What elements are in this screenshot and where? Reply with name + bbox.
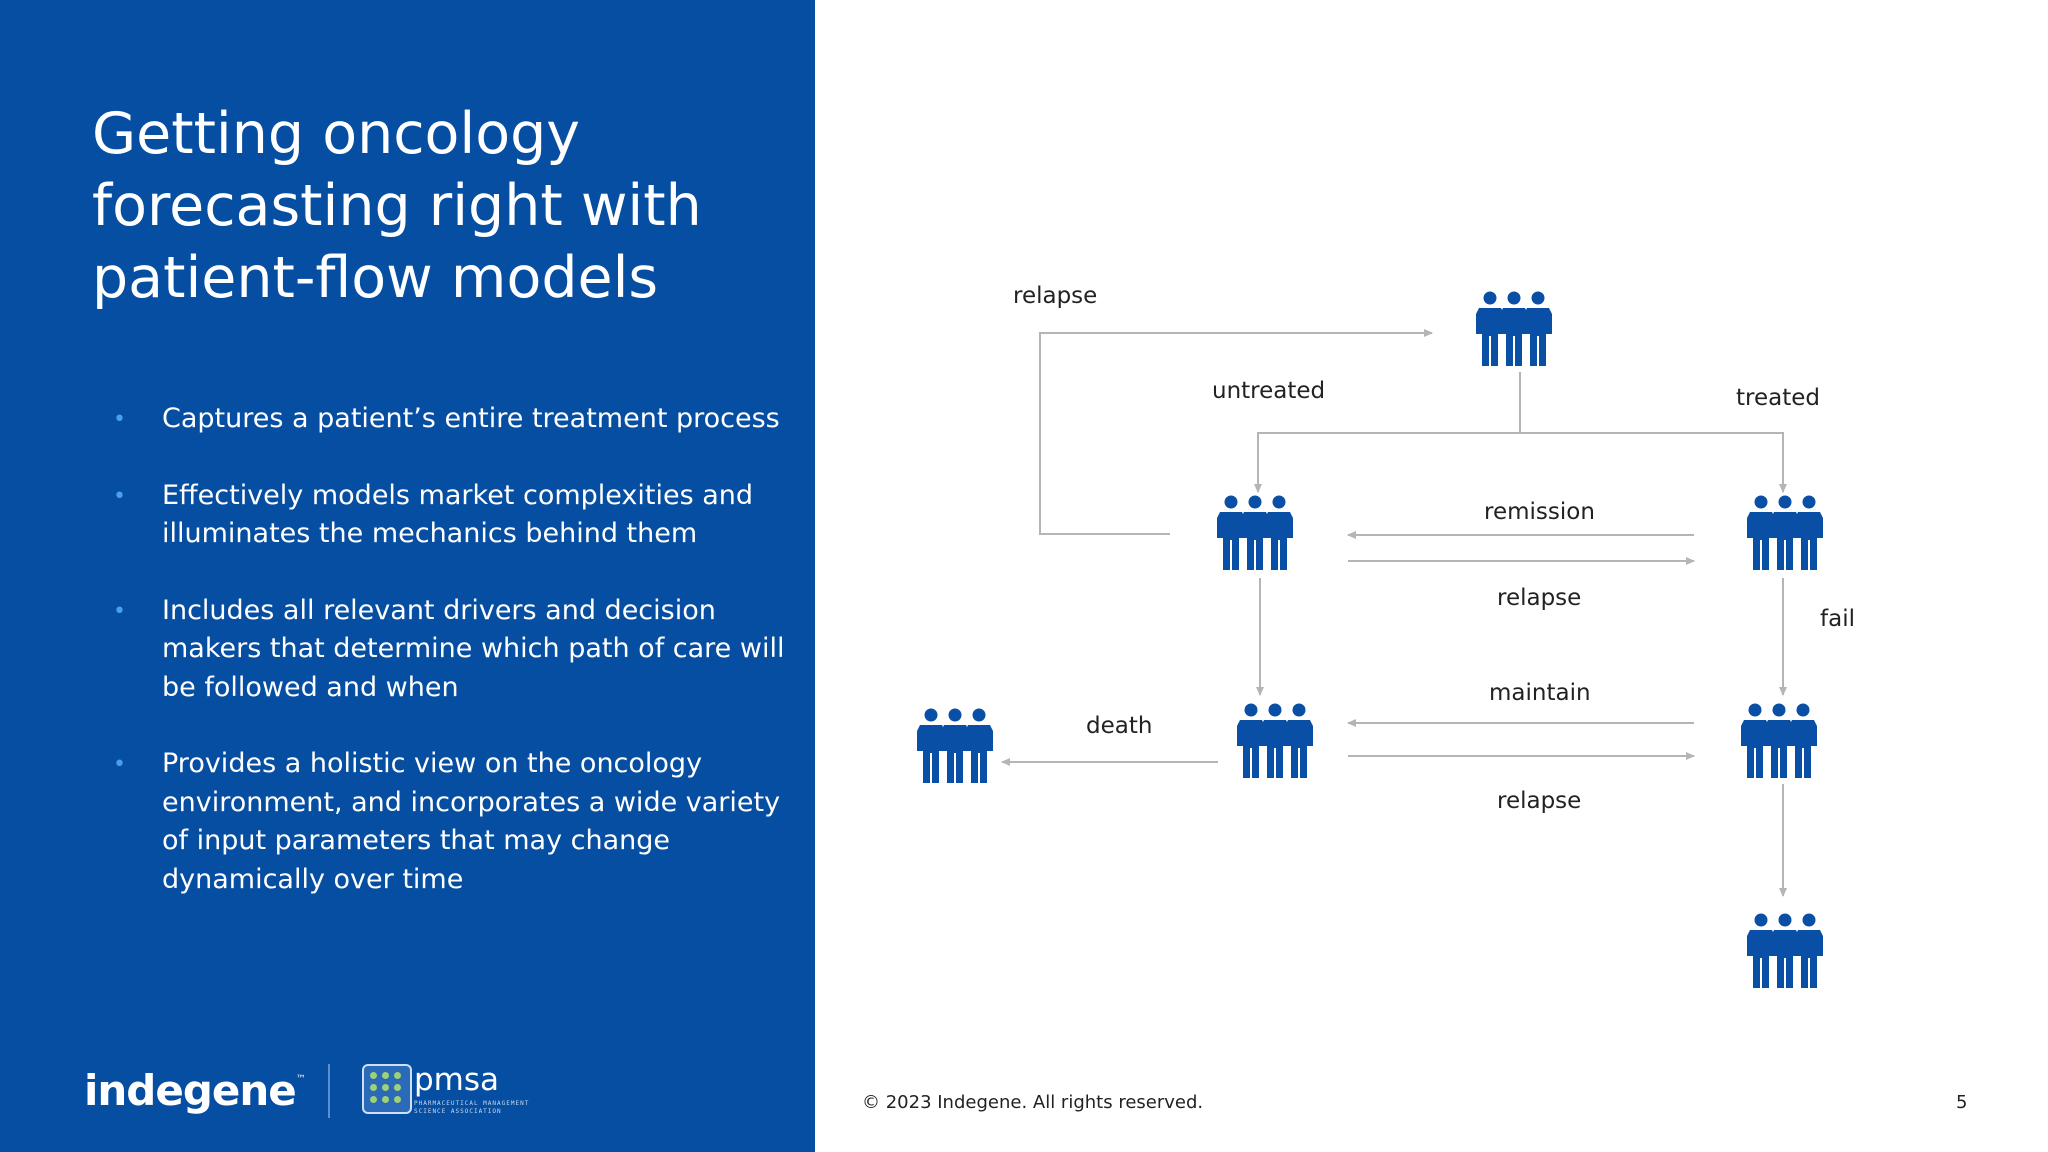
label-relapse-top: relapse: [1013, 283, 1097, 309]
arrow-to-treated: [1520, 432, 1787, 493]
slide-title: Getting oncology forecasting right with …: [92, 101, 702, 311]
people-group-icon: [1741, 703, 1817, 778]
indegene-logo: indegene™: [84, 1066, 306, 1115]
left-panel: Getting oncology forecasting right with …: [0, 0, 815, 1152]
people-group-icon: [917, 708, 993, 783]
bullet-item: • Captures a patient’s entire treatment p…: [110, 400, 790, 439]
copyright-footer: © 2023 Indegene. All rights reserved.: [862, 1092, 1204, 1113]
bullet-marker: •: [113, 752, 126, 777]
pmsa-logo-text: pmsa: [414, 1062, 500, 1098]
label-fail: fail: [1820, 606, 1855, 632]
pmsa-grid-icon: [362, 1064, 412, 1114]
pmsa-tagline: PHARMACEUTICAL MANAGEMENT SCIENCE ASSOCI…: [414, 1100, 530, 1115]
flow-connectors: [1001, 329, 1787, 897]
bullet-item: • Effectively models market complexities …: [110, 477, 790, 554]
label-relapse-bottom: relapse: [1497, 788, 1581, 814]
logo-divider: [328, 1064, 330, 1118]
label-relapse-mid: relapse: [1497, 585, 1581, 611]
bullet-marker: •: [113, 598, 126, 624]
label-untreated: untreated: [1212, 378, 1325, 404]
bullet-text: Effectively models market complexities a…: [162, 479, 754, 550]
bullet-text: Includes all relevant drivers and decisi…: [162, 594, 785, 703]
page-number: 5: [1956, 1092, 1968, 1113]
people-group-icon: [1747, 913, 1823, 988]
arrow-to-untreated: [1254, 432, 1783, 493]
label-treated: treated: [1736, 385, 1820, 411]
bullet-list: • Captures a patient’s entire treatment p…: [110, 400, 790, 937]
indegene-logo-text: indegene: [84, 1066, 297, 1115]
label-death: death: [1086, 713, 1152, 739]
bullet-item: • Provides a holistic view on the oncolog…: [110, 745, 790, 899]
bullet-item: • Includes all relevant drivers and decis…: [110, 592, 790, 708]
people-group-icon: [1217, 495, 1293, 570]
bullet-text: Provides a holistic view on the oncology…: [162, 748, 781, 895]
people-group-icon: [1747, 495, 1823, 570]
trademark-mark: ™: [295, 1074, 306, 1085]
label-remission: remission: [1484, 499, 1595, 525]
label-maintain: maintain: [1489, 680, 1591, 706]
people-group-icon: [1237, 703, 1313, 778]
arrow-relapse-top: [1039, 329, 1433, 535]
bullet-text: Captures a patient’s entire treatment pr…: [162, 403, 780, 434]
people-group-icon: [1476, 291, 1552, 366]
bullet-marker: •: [113, 407, 126, 432]
people-groups: [917, 291, 1823, 988]
bullet-marker: •: [113, 483, 126, 509]
